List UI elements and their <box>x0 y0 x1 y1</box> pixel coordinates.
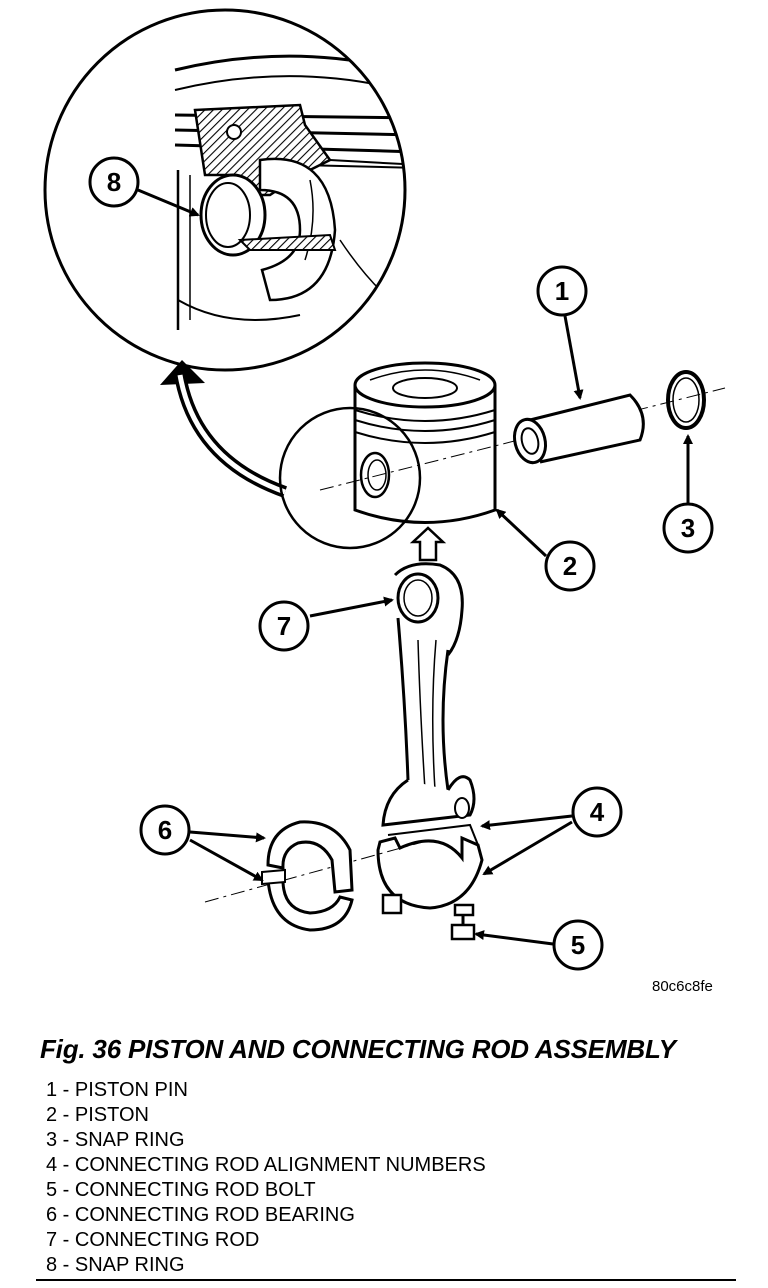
legend-item: 6 - CONNECTING ROD BEARING <box>46 1204 355 1226</box>
piston-rod-assembly-diagram: 1 2 3 4 5 6 7 8 <box>43 8 726 971</box>
callout-2: 2 <box>544 540 596 592</box>
callout-4: 4 <box>571 786 623 838</box>
callout-8-label: 8 <box>107 167 121 197</box>
legend-item: 5 - CONNECTING ROD BOLT <box>46 1179 316 1201</box>
callout-3: 3 <box>662 502 714 554</box>
callout-7: 7 <box>258 600 310 652</box>
callout-8: 8 <box>88 156 140 208</box>
callout-6: 6 <box>139 804 191 856</box>
rod-bearing <box>261 820 354 932</box>
legend-item: 3 - SNAP RING <box>46 1129 185 1151</box>
callout-1: 1 <box>536 265 588 317</box>
assembly-up-arrow <box>409 526 447 562</box>
connecting-rod <box>376 562 484 941</box>
figure-code: 80c6c8fe <box>652 978 713 995</box>
legend-item: 4 - CONNECTING ROD ALIGNMENT NUMBERS <box>46 1154 486 1176</box>
callout-1-label: 1 <box>555 276 569 306</box>
callout-7-label: 7 <box>277 611 291 641</box>
legend-item: 8 - SNAP RING <box>46 1254 185 1276</box>
piston <box>353 361 497 524</box>
callout-leaders <box>137 188 693 946</box>
detail-marker-circle <box>278 406 422 550</box>
crank-center-line <box>204 839 431 903</box>
piston-pin <box>513 393 645 465</box>
snap-ring-3 <box>666 370 706 430</box>
legend-item: 2 - PISTON <box>46 1104 149 1126</box>
callout-3-label: 3 <box>681 513 695 543</box>
callout-2-label: 2 <box>563 551 577 581</box>
bottom-divider <box>36 1279 736 1281</box>
callout-6-label: 6 <box>158 815 172 845</box>
magnify-arrow <box>160 360 288 498</box>
detail-magnifier <box>43 8 407 372</box>
legend-list: 1 - PISTON PIN 2 - PISTON 3 - SNAP RING … <box>46 1078 486 1278</box>
figure-title: Fig. 36 PISTON AND CONNECTING ROD ASSEMB… <box>40 1034 676 1064</box>
callout-4-label: 4 <box>590 797 605 827</box>
legend-item: 1 - PISTON PIN <box>46 1079 188 1101</box>
callout-5: 5 <box>552 919 604 971</box>
callout-5-label: 5 <box>571 930 585 960</box>
legend-item: 7 - CONNECTING ROD <box>46 1229 260 1251</box>
